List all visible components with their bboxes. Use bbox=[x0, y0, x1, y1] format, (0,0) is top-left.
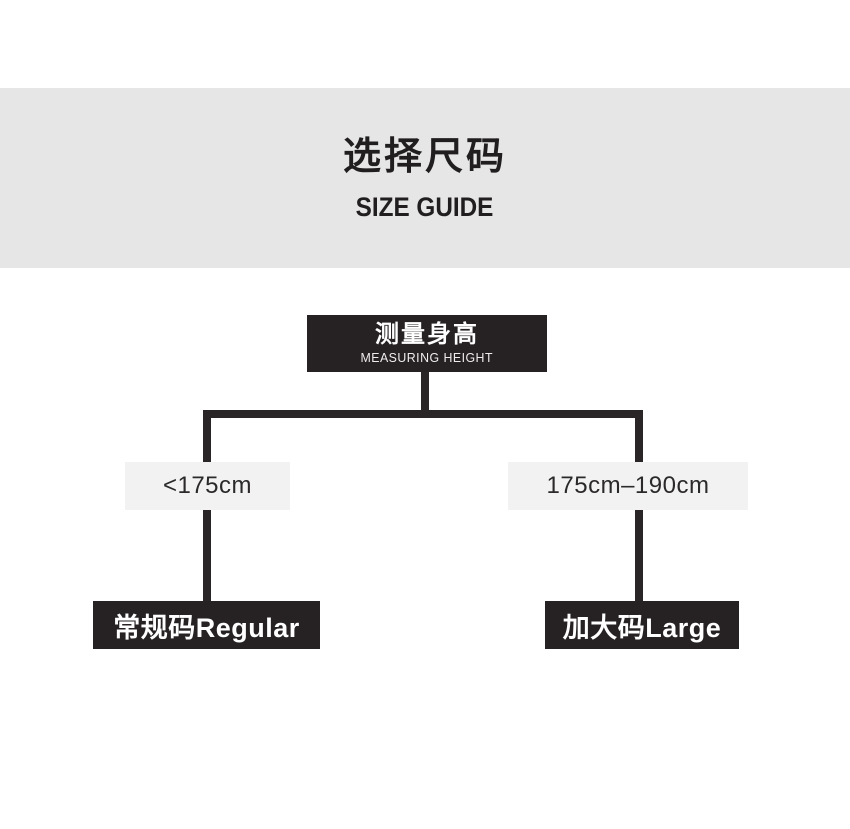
size-decision-flowchart: 测量身高 MEASURING HEIGHT <175cm 175cm–190cm… bbox=[0, 268, 850, 829]
measuring-height-node: 测量身高 MEASURING HEIGHT bbox=[307, 315, 547, 372]
condition-node-under-175cm: <175cm bbox=[125, 462, 290, 510]
size-guide-title-zh: 选择尺码 bbox=[342, 136, 507, 178]
condition-node-175-190cm: 175cm–190cm bbox=[508, 462, 748, 510]
result-label-large: 加大码Large bbox=[562, 612, 722, 643]
condition-label-175-190cm: 175cm–190cm bbox=[546, 472, 710, 499]
condition-label-under-175cm: <175cm bbox=[162, 472, 253, 499]
result-label-regular: 常规码Regular bbox=[113, 612, 300, 643]
result-node-large: 加大码Large bbox=[545, 601, 739, 649]
connector-root-stem bbox=[421, 372, 429, 418]
measuring-height-label-en: MEASURING HEIGHT bbox=[360, 350, 494, 365]
measuring-height-label-zh: 测量身高 bbox=[375, 321, 479, 348]
size-guide-title-en: SIZE GUIDE bbox=[356, 192, 494, 222]
size-guide-banner: 选择尺码 SIZE GUIDE bbox=[0, 88, 850, 268]
connector-horizontal-bar bbox=[203, 410, 643, 418]
result-node-regular: 常规码Regular bbox=[93, 601, 320, 649]
